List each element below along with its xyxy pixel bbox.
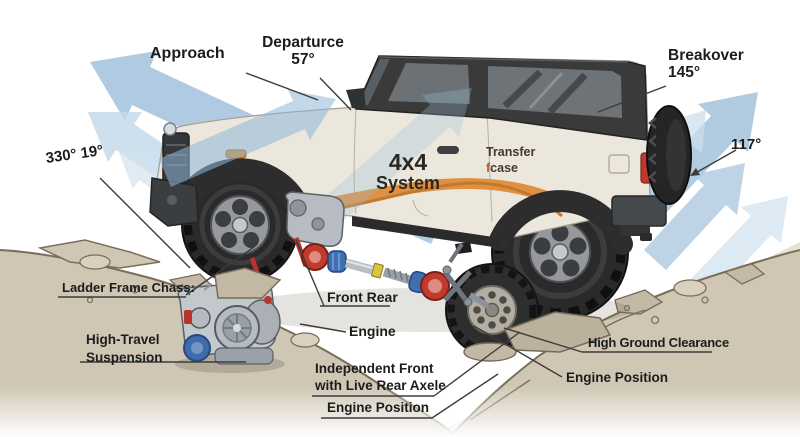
leader-lines xyxy=(58,72,737,419)
ramp-angle-value: 117° xyxy=(731,136,762,153)
engine-assembly xyxy=(174,280,285,373)
transfer-case-f: f xyxy=(486,160,491,175)
transfer-case-rest: case xyxy=(490,160,518,175)
transfer-case-label: Transfer fcase xyxy=(486,145,535,176)
suspension-line2: Suspension xyxy=(86,349,163,365)
badge-system-text: System xyxy=(375,173,441,193)
transfer-case-line1: Transfer xyxy=(486,145,536,159)
breakover-angle-value: 145° xyxy=(668,64,701,82)
transfer-case-line2: fcase xyxy=(486,161,535,177)
bottom-fade xyxy=(0,385,800,437)
hardtop-greenhouse xyxy=(346,55,648,154)
callout-high-ground-clearance: High Ground Clearance xyxy=(588,335,729,350)
door-handle xyxy=(437,146,459,154)
front-wheel xyxy=(181,166,299,284)
side-mirror xyxy=(346,88,366,110)
departure-angle-label: Departurce 57° xyxy=(250,34,356,68)
vehicle-4x4-badge: 4x4 System xyxy=(354,151,462,193)
approach-angle-label: Approach xyxy=(150,45,225,62)
callout-front-rear: Front Rear xyxy=(327,289,398,305)
breakover-label-text: Breakover xyxy=(668,47,744,64)
independent-line1: Independent Front xyxy=(315,361,434,376)
independent-line2: with Live Rear Axele xyxy=(315,377,446,393)
callout-independent-front: Independent Front with Live Rear Axele xyxy=(315,361,446,395)
callout-engine-position-right: Engine Position xyxy=(566,370,669,385)
callout-engine-position-center: Engine Position xyxy=(327,400,430,415)
badge-4x4-text: 4x4 xyxy=(388,149,428,175)
driveshaft-assembly xyxy=(301,242,490,309)
departure-angle-value: 57° xyxy=(291,51,315,69)
callout-ladder-frame: Ladder Frame Chass: xyxy=(62,280,195,295)
breakover-angle-label: Breakover 145° xyxy=(668,47,744,81)
departure-label-text: Departurce xyxy=(262,34,344,51)
callout-high-travel-suspension: High-Travel Suspension xyxy=(86,331,163,366)
suspension-line1: High-Travel xyxy=(86,332,160,347)
callout-engine: Engine xyxy=(349,323,396,339)
spare-tire xyxy=(646,105,692,205)
